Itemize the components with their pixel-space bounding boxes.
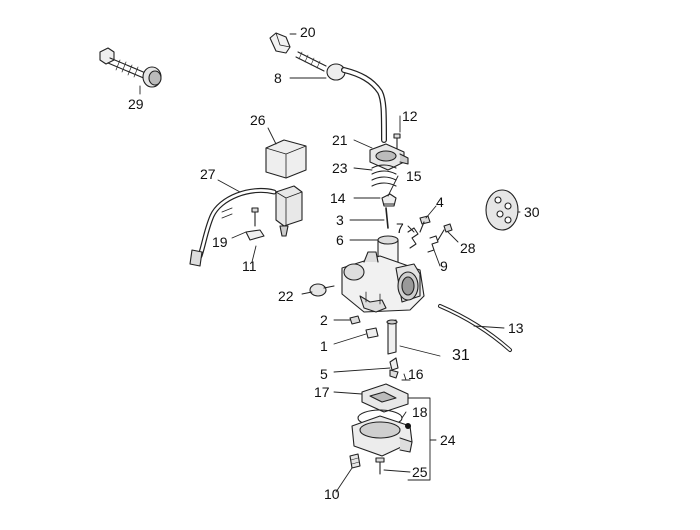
part-29-bolt-nut — [99, 47, 162, 88]
callout-28: 28 — [460, 240, 476, 256]
callout-16: 16 — [408, 366, 424, 382]
callout-17: 17 — [314, 384, 330, 400]
marker-dot — [405, 423, 411, 429]
part-5-float-needle — [389, 357, 399, 379]
part-3-jet-needle — [385, 207, 389, 229]
part-4-screw — [419, 215, 431, 233]
part-2-jet — [349, 315, 361, 325]
part-17-float — [361, 383, 409, 413]
part-21-top-cap — [369, 143, 409, 171]
callout-23: 23 — [332, 160, 348, 176]
part-30-gasket — [485, 189, 519, 231]
part-8-throttle-cable — [295, 51, 387, 143]
part-7-spring — [407, 227, 419, 249]
callout-8: 8 — [274, 70, 282, 86]
callout-1: 1 — [320, 338, 328, 354]
callout-10: 10 — [324, 486, 340, 502]
part-15-needle-holder — [381, 193, 397, 207]
callout-3: 3 — [336, 212, 344, 228]
callout-12: 12 — [402, 108, 418, 124]
callout-14: 14 — [330, 190, 346, 206]
part-11-clamp — [245, 229, 265, 241]
callout-4: 4 — [436, 194, 444, 210]
float-bowl — [351, 415, 413, 457]
callout-9: 9 — [440, 258, 448, 274]
part-19-screw — [251, 207, 259, 227]
callout-30: 30 — [524, 204, 540, 220]
part-1-main-jet — [365, 327, 379, 339]
callout-18: 18 — [412, 404, 428, 420]
part-10-drain-screw — [349, 453, 361, 469]
callout-24: 24 — [440, 432, 456, 448]
callout-15: 15 — [406, 168, 422, 184]
carburettor-body — [341, 251, 425, 313]
callout-2: 2 — [320, 312, 328, 328]
callout-20: 20 — [300, 24, 316, 40]
callout-11: 11 — [242, 258, 257, 274]
part-27-auto-choke — [189, 185, 303, 267]
callout-26: 26 — [250, 112, 266, 128]
callout-5: 5 — [320, 366, 328, 382]
part-22-screw — [309, 283, 335, 297]
callout-19: 19 — [212, 234, 228, 250]
part-26-rubber-cap — [265, 139, 307, 179]
part-31-emulsion-tube — [386, 319, 398, 355]
part-9-spring — [427, 235, 439, 253]
part-20-cap — [269, 32, 291, 54]
callout-6: 6 — [336, 232, 344, 248]
callout-27: 27 — [200, 166, 216, 182]
callout-31: 31 — [452, 347, 470, 364]
callout-29: 29 — [128, 96, 144, 112]
callout-25: 25 — [412, 464, 428, 480]
leader-lines — [139, 33, 521, 493]
part-25-screw — [375, 457, 385, 475]
callout-21: 21 — [332, 132, 348, 148]
part-23-spring — [371, 164, 397, 187]
callout-13: 13 — [508, 320, 524, 336]
callout-22: 22 — [278, 288, 294, 304]
callout-7: 7 — [396, 220, 404, 236]
part-28-screw — [437, 223, 453, 241]
